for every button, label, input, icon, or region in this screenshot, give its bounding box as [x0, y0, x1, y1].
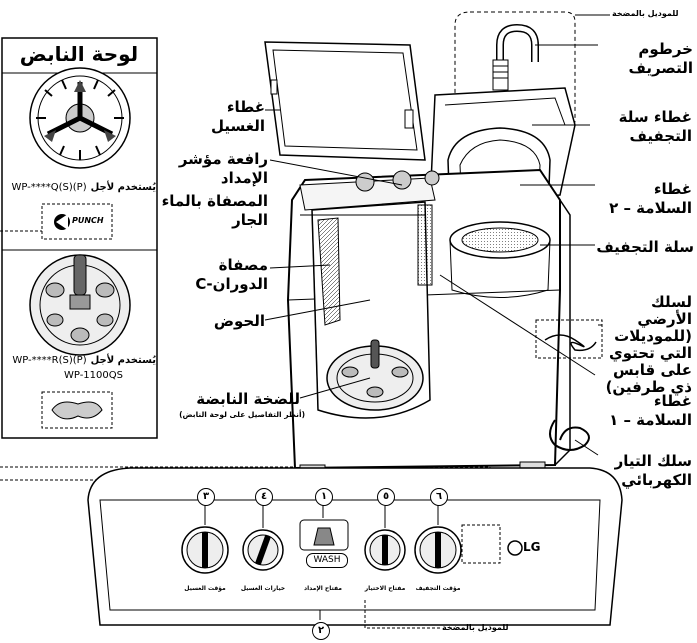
label-running-water-filter: المصفاة بالماء الجار [160, 192, 268, 230]
punch-logo [54, 214, 70, 230]
knob-caption-supply: مفتاح الإمداد [298, 585, 348, 592]
label-wash-lid: غطاء الغسيل [180, 98, 265, 136]
label-safety-cover-2: غطاء السلامة – ٢ [595, 180, 692, 218]
pulsator-b-image [30, 255, 130, 355]
knob-caption-select: مفتاح الاختيار [360, 585, 410, 592]
pump-image [52, 402, 102, 419]
label-tub: الحوض [180, 312, 265, 331]
label-c-filter: مصفاة الدوران-C [180, 256, 268, 294]
model-a-code: WP-****Q(S)(P) [11, 182, 86, 193]
label-spin-basket: سلة التجفيف [592, 238, 694, 257]
label-drain-hose: خرطوم التصريف [598, 40, 693, 78]
wash-lid-image [265, 42, 425, 160]
bottom-pump-note: للموديل بالمضخة [442, 623, 509, 632]
label-spin-basket-cover: غطاء سلة التجفيف [590, 108, 692, 146]
label-ground-wire: لسلك الأرضي (للموديلات التي تحتوي على قا… [602, 294, 692, 396]
model-b-code-2: WP-1100QS [64, 370, 123, 381]
wash-button: WASH [306, 553, 348, 568]
pulsator-board-title: لوحة النابض [4, 42, 154, 66]
pulsator-a-image [30, 68, 130, 168]
top-pump-note: للموديل بالمضخة [612, 9, 679, 18]
knob-caption-wash-options: خيارات الغسيل [238, 585, 288, 592]
control-number-4: ٤ [255, 488, 273, 506]
wash-tub-image [312, 202, 432, 418]
model-a-row: WP-****Q(S)(P) يُستخدم لأجل [4, 182, 156, 193]
model-b-label: يُستخدم لأجل [91, 355, 156, 366]
model-a-label: يُستخدم لأجل [91, 182, 156, 193]
control-number-5: ٥ [377, 488, 395, 506]
control-number-2: ٢ [312, 622, 330, 640]
label-pulsator-pump-note: (أنظر التفاصيل على لوحة النابض) [150, 410, 305, 419]
label-preset-indicator-lever: رافعة مؤشر الإمداد [160, 150, 268, 188]
model-b-row: WP-****R(S)(P) يُستخدم لأجل [4, 355, 156, 366]
knob-caption-spin-timer: مؤقت التجفيف [413, 585, 463, 592]
control-number-6: ٦ [430, 488, 448, 506]
punch-badge-text: PUNCH [72, 216, 104, 225]
drain-hose-image [493, 28, 535, 90]
knob-caption-wash-timer: مؤقت الغسيل [180, 585, 230, 592]
control-number-3: ٣ [197, 488, 215, 506]
label-safety-cover-1: غطاء السلامة – ١ [595, 392, 692, 430]
control-panel-image [88, 468, 622, 628]
model-b-code: WP-****R(S)(P) [12, 355, 86, 366]
brand-logo: LG [523, 540, 541, 554]
label-power-cord: سلك التيار الكهربائي [595, 452, 692, 490]
control-number-1: ١ [315, 488, 333, 506]
label-pulsator-pump: للضخة النابضة [160, 390, 300, 409]
